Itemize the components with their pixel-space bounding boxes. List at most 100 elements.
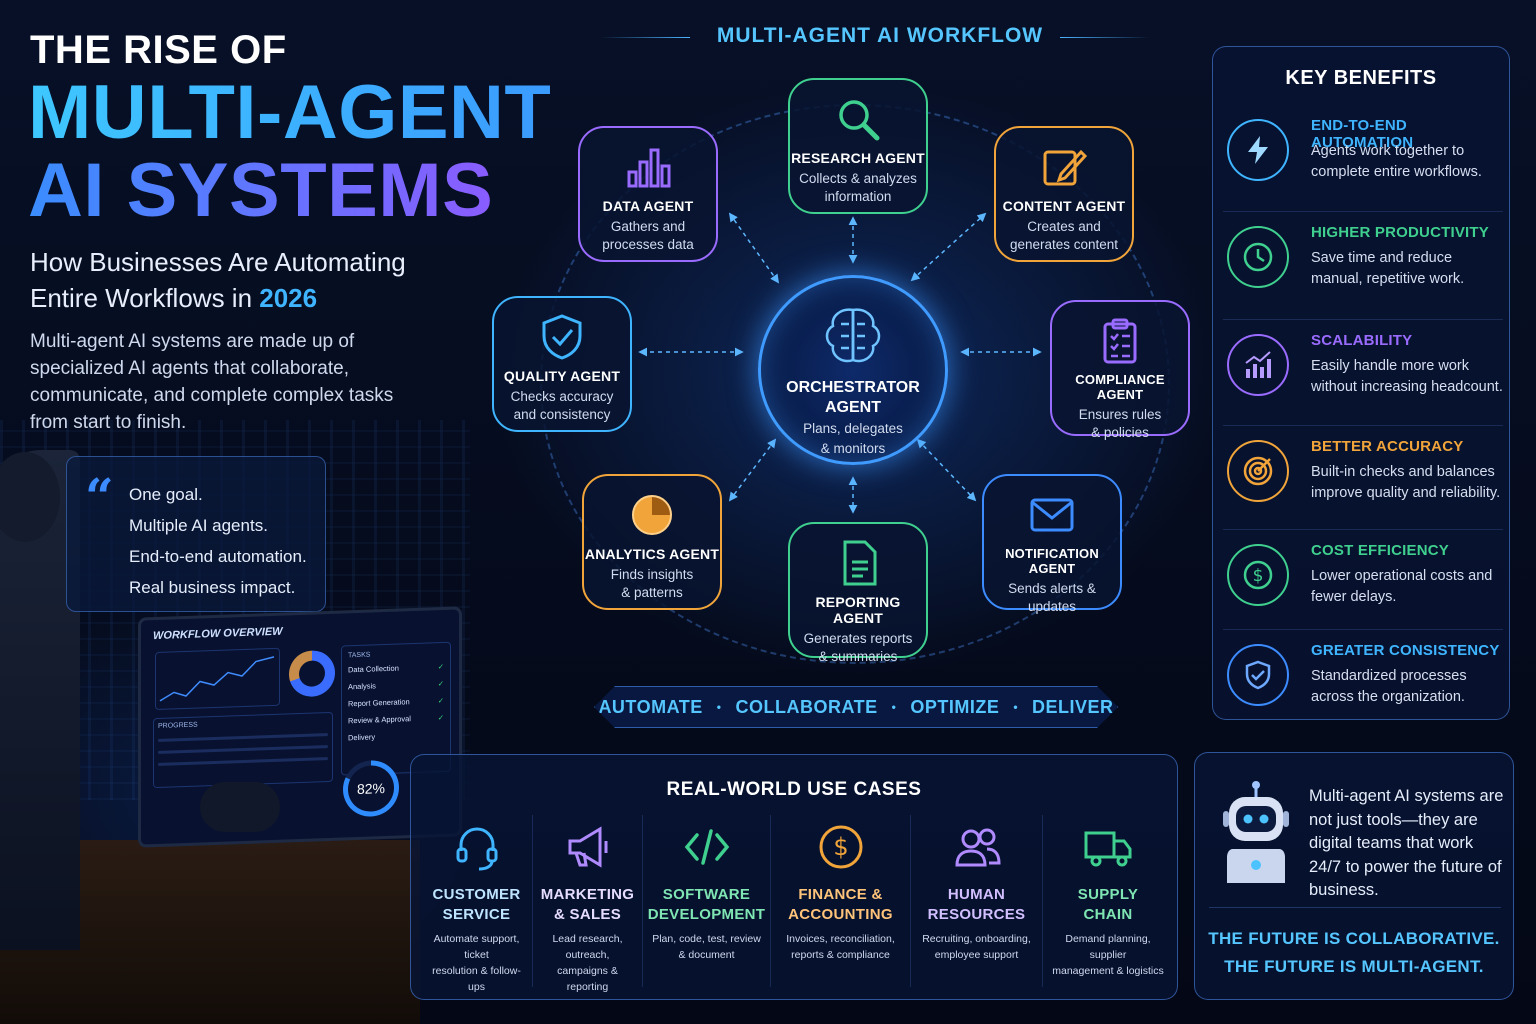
workflow-title: MULTI-AGENT AI WORKFLOW <box>716 24 1044 47</box>
subtitle: How Businesses Are Automating Entire Wor… <box>30 244 450 316</box>
banner-word: OPTIMIZE <box>910 696 1000 717</box>
clock-icon <box>1227 226 1289 288</box>
svg-text:$: $ <box>1253 566 1264 586</box>
bar-chart-icon <box>627 148 671 188</box>
brain-icon <box>825 308 881 363</box>
benefit-title: SCALABILITY <box>1311 332 1413 349</box>
agent-name: DATA AGENT <box>602 198 694 214</box>
use-case-desc-2: employee support <box>934 949 1019 961</box>
use-case-desc-2: & document <box>678 949 735 961</box>
banner-word: DELIVER <box>1032 696 1114 717</box>
use-case-name: SUPPLY CHAIN <box>1043 885 1173 925</box>
agent-name: NOTIFICATION AGENT <box>1005 546 1099 576</box>
banner-separator: • <box>716 700 722 714</box>
magnifier-icon <box>839 100 880 141</box>
laptop-chart-line-icon <box>159 656 275 702</box>
agent-desc-2: & patterns <box>621 585 683 600</box>
banner-separator: • <box>891 700 897 714</box>
truck-icon <box>1084 831 1132 867</box>
subtitle-line-1: How Businesses Are Automating <box>30 247 406 277</box>
benefit-desc: Standardized processes across the organi… <box>1311 668 1467 705</box>
agent-name: COMPLIANCE AGENT <box>1075 372 1165 402</box>
people-icon <box>954 828 1001 867</box>
quote-line-2: Multiple AI agents. <box>129 516 268 535</box>
agent-desc-1: Ensures rules <box>1078 407 1162 422</box>
agent-desc-1: Checks accuracy <box>510 389 614 404</box>
use-case-desc: Invoices, reconciliation, reports & compl… <box>775 931 906 963</box>
use-case-name-2: & SALES <box>553 906 622 923</box>
use-case-name-2: DEVELOPMENT <box>647 906 766 923</box>
title-line-1: MULTI-AGENT <box>28 70 552 155</box>
clipboard-checklist-icon <box>1103 318 1137 364</box>
arrow-notification <box>916 438 977 502</box>
envelope-icon <box>1030 498 1074 532</box>
use-case-name-1: SUPPLY <box>1077 886 1139 903</box>
closing-footer-2: THE FUTURE IS MULTI-AGENT. <box>1224 957 1484 976</box>
agent-desc-2: and consistency <box>513 407 611 422</box>
subtitle-line-2: Entire Workflows in 2026 <box>30 280 450 316</box>
use-case-desc-1: Lead research, outreach, <box>552 933 623 961</box>
closing-footer-1: THE FUTURE IS COLLABORATIVE. <box>1208 929 1500 948</box>
agent-desc-2: information <box>824 189 892 204</box>
laptop-line-chart <box>155 647 280 711</box>
benefit-item: SCALABILITY Easily handle more work with… <box>1223 319 1503 419</box>
benefit-desc: Agents work together to complete entire … <box>1311 143 1482 180</box>
laptop-screen: WORKFLOW OVERVIEW TASKS Data Collection✓… <box>138 606 462 848</box>
robot-icon <box>1223 781 1289 883</box>
agent-name: QUALITY AGENT <box>503 368 621 384</box>
use-case-desc-1: Automate support, ticket <box>433 933 520 961</box>
use-case-desc-2: reports & compliance <box>791 949 890 961</box>
banner-separator: • <box>1013 700 1019 714</box>
use-case-desc-1: Demand planning, supplier <box>1065 933 1151 961</box>
benefit-item: HIGHER PRODUCTIVITY Save time and reduce… <box>1223 211 1503 311</box>
closing-text: Multi-agent AI systems are not just tool… <box>1309 787 1504 899</box>
quality-agent-card: QUALITY AGENT Checks accuracy and consis… <box>492 296 632 432</box>
use-case-desc-1: Invoices, reconciliation, <box>786 933 895 945</box>
use-case-name-1: CUSTOMER <box>432 886 521 903</box>
agent-desc-2: generates content <box>1009 237 1119 252</box>
arrow-data <box>728 212 780 284</box>
benefit-desc: Easily handle more work without increasi… <box>1311 358 1503 395</box>
quote-line-1: One goal. <box>129 485 203 504</box>
orchestrator-agent: ORCHESTRATOR AGENT Plans, delegates & mo… <box>758 275 948 465</box>
agent-desc-1: Gathers and <box>610 219 686 234</box>
use-case-item: $ FINANCE &ACCOUNTING Invoices, reconcil… <box>771 815 911 987</box>
benefit-item: BETTER ACCURACY Built-in checks and bala… <box>1223 425 1503 525</box>
benefit-desc: Lower operational costs and fewer delays… <box>1311 568 1493 605</box>
workflow-banner: AUTOMATE • COLLABORATE • OPTIMIZE • DELI… <box>594 686 1118 728</box>
use-case-name-1: MARKETING <box>540 886 635 903</box>
use-case-name-2: CHAIN <box>1083 906 1133 923</box>
analytics-agent-card: ANALYTICS AGENT Finds insights & pattern… <box>582 474 722 610</box>
orchestrator-desc-1: Plans, delegates <box>803 421 903 436</box>
description: Multi-agent AI systems are made up of sp… <box>30 331 394 433</box>
closing-divider <box>1209 907 1501 908</box>
key-benefits-panel: KEY BENEFITS END-TO-END AUTOMATION Agent… <box>1212 46 1510 720</box>
benefit-title: BETTER ACCURACY <box>1311 438 1464 455</box>
benefit-title: HIGHER PRODUCTIVITY <box>1311 224 1489 241</box>
benefit-item: END-TO-END AUTOMATION Agents work togeth… <box>1223 105 1503 205</box>
growth-chart-icon <box>1227 334 1289 396</box>
title-divider-left <box>600 37 690 38</box>
person-head <box>0 452 60 542</box>
benefit-title: END-TO-END AUTOMATION <box>1311 117 1414 151</box>
use-case-name-1: SOFTWARE <box>662 886 751 903</box>
agent-name: ANALYTICS AGENT <box>584 546 720 562</box>
title-line-2: AI SYSTEMS <box>28 148 494 233</box>
subtitle-year: 2026 <box>259 283 318 313</box>
subtitle-line-2-text: Entire Workflows in <box>30 283 253 313</box>
benefit-title: GREATER CONSISTENCY <box>1311 642 1500 659</box>
use-case-desc-1: Recruiting, onboarding, <box>922 933 1031 945</box>
use-case-name: MARKETING & SALES <box>533 885 642 925</box>
reporting-agent-card: REPORTING AGENT Generates reports & summ… <box>788 522 928 664</box>
use-case-desc: Recruiting, onboarding, employee support <box>915 931 1038 963</box>
agent-desc-1: Finds insights <box>610 567 694 582</box>
use-case-name-2: ACCOUNTING <box>788 906 893 923</box>
target-icon <box>1227 440 1289 502</box>
orchestrator-name-2: AGENT <box>825 399 881 416</box>
use-case-item: MARKETING & SALES Lead research, outreach… <box>533 815 643 993</box>
code-icon <box>684 829 729 865</box>
